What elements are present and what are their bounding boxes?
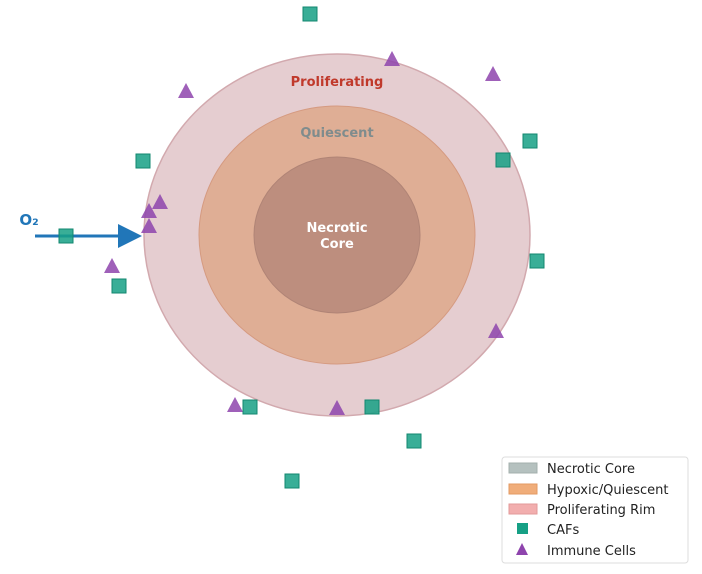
caf-marker: [111, 278, 127, 294]
legend-label-immune: Immune Cells: [547, 544, 636, 559]
legend-label-proliferating: Proliferating Rim: [547, 503, 655, 518]
legend-patch-quiescent: [508, 483, 538, 495]
caf-marker: [529, 253, 545, 269]
legend-patch-necrotic: [508, 462, 538, 474]
caf-marker: [522, 133, 538, 149]
caf-marker: [302, 6, 318, 22]
caf-marker: [495, 152, 511, 168]
caf-marker: [284, 473, 300, 489]
cafs-group: [58, 6, 545, 489]
quiescent-label: Quiescent: [300, 126, 373, 141]
legend-caf-marker: [517, 523, 528, 534]
legend-immune-marker: [516, 543, 528, 555]
immune-cell-marker: [152, 194, 168, 209]
oxygen-label: O₂: [19, 211, 38, 229]
immune-cell-marker: [329, 400, 345, 415]
immune-cell-marker: [178, 83, 194, 98]
immune-cells-group: [104, 51, 504, 415]
caf-marker: [58, 228, 74, 244]
immune-cell-marker: [384, 51, 400, 66]
immune-cell-marker: [227, 397, 243, 412]
immune-cell-marker: [141, 218, 157, 233]
necrotic-label-line2: Core: [320, 237, 354, 252]
immune-cell-marker: [104, 258, 120, 273]
caf-marker: [135, 153, 151, 169]
caf-marker: [364, 399, 380, 415]
caf-marker: [242, 399, 258, 415]
legend-label-quiescent: Hypoxic/Quiescent: [547, 483, 668, 498]
immune-cell-marker: [488, 323, 504, 338]
proliferating-label: Proliferating: [291, 75, 384, 90]
legend-patch-proliferating: [508, 503, 538, 515]
caf-marker: [406, 433, 422, 449]
necrotic-label-line1: Necrotic: [306, 221, 367, 236]
legend: Necrotic Core Hypoxic/Quiescent Prolifer…: [501, 456, 689, 564]
legend-label-cafs: CAFs: [547, 523, 579, 538]
immune-cell-marker: [485, 66, 501, 81]
legend-label-necrotic: Necrotic Core: [547, 462, 635, 477]
legend-box: [501, 456, 689, 564]
necrotic-core: [253, 156, 421, 314]
immune-cell-marker: [141, 203, 157, 218]
